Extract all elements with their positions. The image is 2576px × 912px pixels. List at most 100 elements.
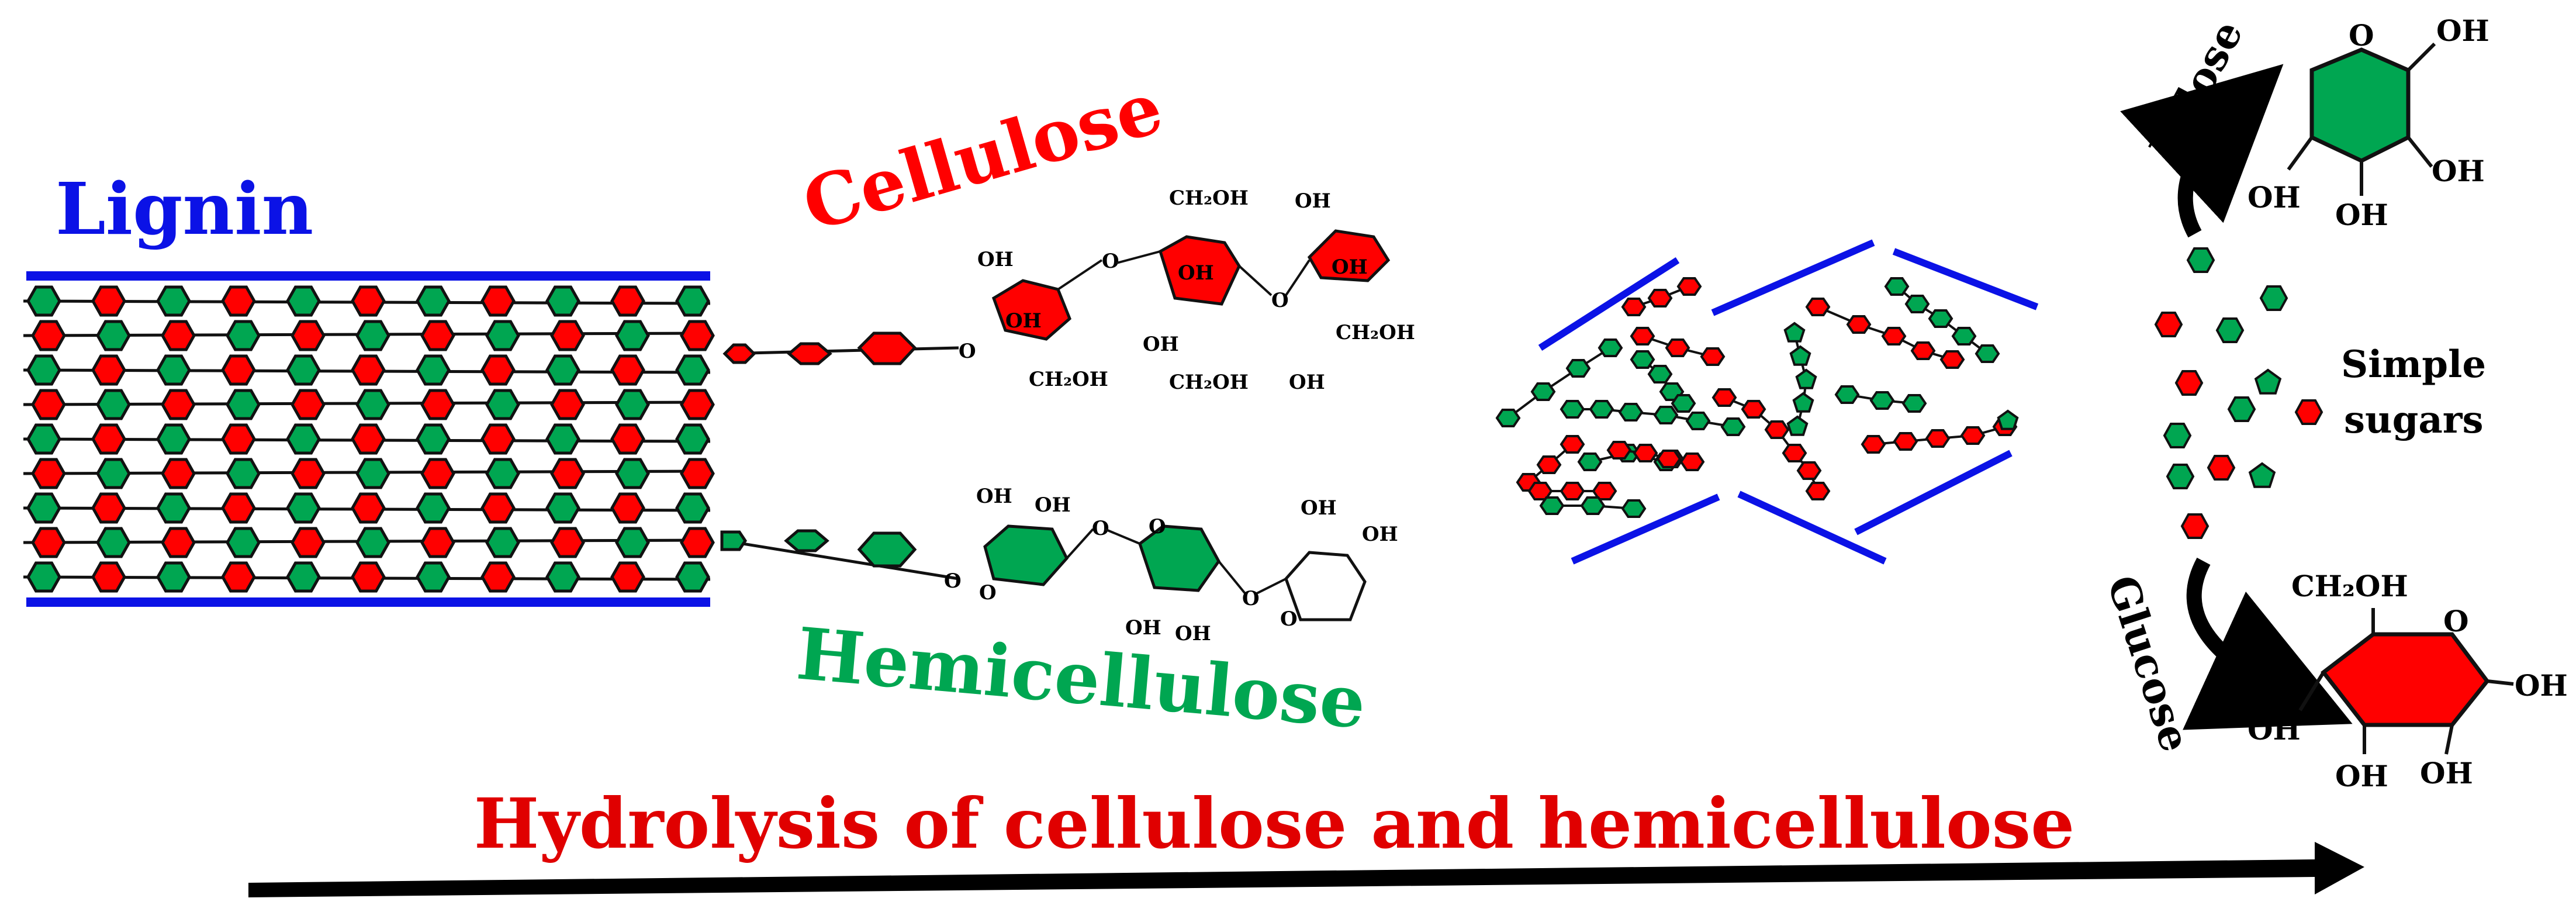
glucose-unit	[1960, 426, 1986, 445]
xylose-unit	[1618, 403, 1644, 422]
cellulose-unit	[420, 320, 455, 351]
xylose-unit	[1621, 499, 1647, 518]
cellulose-unit	[91, 492, 126, 524]
xylose-unit	[1928, 309, 1953, 328]
cellulose-unit	[31, 320, 66, 351]
hemicellulose-unit	[485, 527, 520, 558]
hemicellulose-unit	[286, 561, 321, 593]
glucose-unit	[1861, 435, 1886, 454]
lignin-fragment	[1737, 490, 1887, 565]
hemicellulose-unit	[26, 285, 61, 317]
hemicellulose-unit	[615, 389, 650, 420]
cellulose-unit	[550, 458, 585, 489]
bond	[2487, 679, 2514, 686]
cellulose-unit	[351, 492, 386, 524]
hemicellulose-unit	[857, 531, 917, 568]
chem-oh: OH	[1301, 496, 1337, 520]
hemicellulose-ring	[983, 524, 1069, 586]
xylose-unit	[1580, 496, 1606, 515]
lignin-fragment	[1854, 450, 2013, 536]
chem-oh: OH	[2247, 712, 2301, 747]
xylose-unit	[1951, 327, 1977, 346]
xylose-unit	[1795, 368, 1817, 389]
cellulose-unit	[161, 389, 196, 420]
xylose-monomer	[2259, 285, 2288, 311]
cellulose-unit	[480, 561, 516, 593]
cellulose-chain: O OH OH CH₂OH O CH₂OH OH OH CH₂OH O OH O…	[722, 186, 1415, 394]
hemicellulose-unit	[545, 423, 580, 455]
bond	[2406, 42, 2436, 72]
xylose-unit	[1560, 400, 1585, 419]
fragment-group	[1495, 239, 2039, 565]
xylose-monomer	[2227, 396, 2256, 422]
cellulose-unit	[480, 285, 516, 317]
xylose-monomer	[2215, 317, 2245, 343]
hemicellulose-unit	[96, 389, 131, 420]
glucose-unit	[1805, 482, 1831, 500]
chem-oh: OH	[2420, 756, 2473, 790]
cellulose-unit	[480, 423, 516, 455]
xylose-unit	[1789, 345, 1811, 366]
xylose-unit	[1783, 322, 1806, 343]
chem-o: O	[944, 569, 962, 593]
glucose-unit	[1656, 450, 1682, 468]
lignin-fragment	[1711, 239, 1875, 316]
process-arrow	[248, 842, 2364, 897]
hemicellulose-unit	[156, 354, 191, 386]
xylose-unit	[1904, 295, 1930, 313]
xylose-unit	[1834, 385, 1860, 404]
chem-o: O	[959, 340, 976, 363]
xylose-unit	[1653, 406, 1679, 424]
lignin-fragment	[1538, 257, 1680, 351]
cellulose-unit	[550, 320, 585, 351]
hemicellulose-unit	[675, 285, 710, 317]
chem-oh: OH	[2432, 154, 2485, 188]
hemicellulose-unit	[286, 285, 321, 317]
hemicellulose-unit	[96, 320, 131, 351]
hemicellulose-unit	[416, 285, 451, 317]
cellulose-unit	[680, 320, 715, 351]
cellulose-unit	[351, 285, 386, 317]
glucose-unit	[1939, 350, 1965, 369]
glucose-unit	[1893, 432, 1918, 451]
cellulose-unit	[420, 527, 455, 558]
hemicellulose-unit	[355, 458, 390, 489]
chem-oh: OH	[2335, 759, 2388, 793]
hemicellulose-unit	[355, 527, 390, 558]
xylose-molecule: O OH OH OH OH	[2247, 13, 2489, 232]
hemicellulose-unit	[26, 423, 61, 455]
chem-oh: OH	[1289, 371, 1325, 394]
chem-oh: OH	[1295, 189, 1331, 213]
xylose-unit	[1647, 365, 1673, 384]
xylose-unit	[1869, 391, 1895, 410]
xylose-unit	[1786, 415, 1809, 436]
cellulose-unit	[787, 342, 832, 365]
chem-ch2oh: CH₂OH	[1336, 321, 1415, 344]
bond	[1057, 259, 1103, 291]
glucose-unit	[1910, 341, 1936, 360]
hemicellulose-unit	[355, 320, 390, 351]
cellulose-unit	[291, 458, 326, 489]
xylose-unit	[1792, 392, 1814, 413]
hemicellulose-unit	[615, 458, 650, 489]
xylose-unit	[1685, 412, 1711, 430]
xylose-unit	[1975, 344, 2000, 363]
xylose-unit	[1630, 350, 1655, 369]
hemicellulose-unit	[545, 561, 580, 593]
hemicellulose-unit	[226, 527, 261, 558]
hemicellulose-unit	[784, 529, 829, 552]
glucose-unit	[1764, 420, 1790, 439]
cellulose-unit	[91, 354, 126, 386]
chem-o: O	[1092, 517, 1109, 540]
bond	[1256, 578, 1287, 595]
cellulose-unit	[221, 354, 256, 386]
xylose-unit	[1539, 496, 1565, 515]
hemicellulose-unit	[615, 320, 650, 351]
cellulose-unit	[161, 527, 196, 558]
xylose-ring	[2309, 47, 2411, 163]
glucose-monomer	[2154, 312, 2183, 337]
chem-oh: OH	[1332, 255, 1368, 279]
hemicellulose-link	[724, 539, 959, 581]
xylose-monomer	[2186, 247, 2215, 273]
